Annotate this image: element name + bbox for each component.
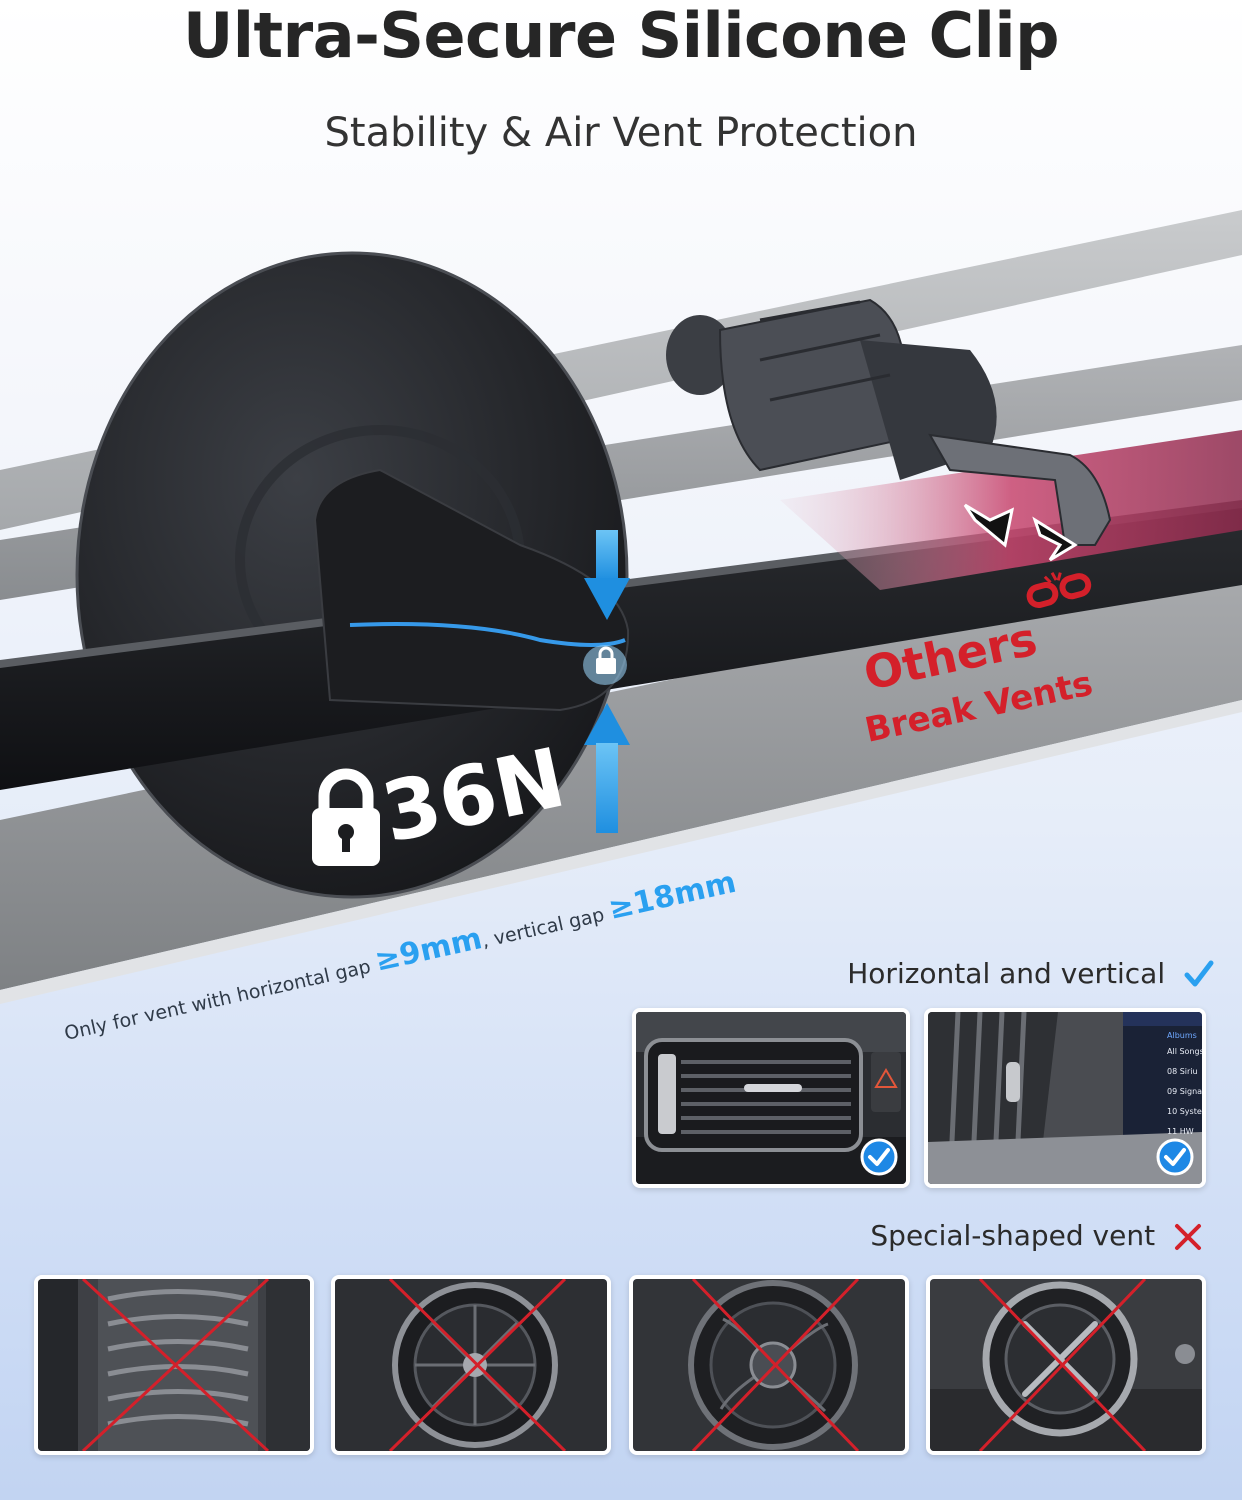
horizontal-gap-value: ≥9mm [372, 921, 486, 979]
red-cross-overlay [388, 1279, 567, 1451]
screen-item: 09 Signa [1167, 1087, 1203, 1096]
lock-icon [312, 768, 380, 866]
incompatible-label-text: Special-shaped vent [870, 1219, 1156, 1252]
compatible-photo-vertical-vent: Albums All Songs 08 Siriu 09 Signa 10 Sy… [924, 1008, 1206, 1188]
small-lock-icon [596, 646, 616, 674]
screen-item: 11 HW [1167, 1127, 1194, 1136]
gap-note-middle: , vertical gap [480, 903, 612, 953]
page-title: Ultra-Secure Silicone Clip [182, 0, 1060, 72]
screen-item: Albums [1167, 1031, 1197, 1040]
compatible-photo-horizontal-vent [632, 1008, 910, 1188]
screen-item: All Songs [1167, 1047, 1204, 1056]
incompatible-photo-round-vent-3 [926, 1275, 1206, 1455]
incompatible-label: Special-shaped vent [870, 1218, 1202, 1254]
red-cross-overlay [81, 1279, 270, 1451]
vent-slat-edge [0, 700, 1242, 1004]
cross-icon [1175, 1224, 1201, 1250]
compatible-label: Horizontal and vertical [847, 956, 1214, 992]
incompatible-photo-vertical-fin-vent [34, 1275, 314, 1455]
incompatible-photo-round-vent-2 [629, 1275, 909, 1455]
vent-clip-illustration: 36N Others Break Vents Only for vent wit… [0, 210, 1242, 1045]
red-cross-overlay [978, 1279, 1147, 1451]
red-cross-overlay [691, 1279, 860, 1451]
screen-item: 08 Siriu [1167, 1067, 1198, 1076]
screen-item: 10 Syste [1167, 1107, 1202, 1116]
arrow-down-icon [584, 530, 630, 620]
page-subtitle: Stability & Air Vent Protection [324, 110, 918, 156]
broken-link-icon [1026, 572, 1092, 609]
check-badge-icon [1156, 1138, 1194, 1176]
infotainment-screen-list: Albums All Songs 08 Siriu 09 Signa 10 Sy… [1167, 1030, 1204, 1142]
clip-glow [349, 622, 626, 647]
checkmark-icon [1184, 960, 1214, 987]
pinch-arrows-icon [963, 503, 1078, 562]
vertical-gap-value: ≥18mm [605, 865, 739, 927]
arrow-up-icon [584, 703, 630, 833]
compatible-label-text: Horizontal and vertical [847, 957, 1166, 990]
check-badge-icon [860, 1138, 898, 1176]
incompatible-photo-round-vent-1 [331, 1275, 611, 1455]
